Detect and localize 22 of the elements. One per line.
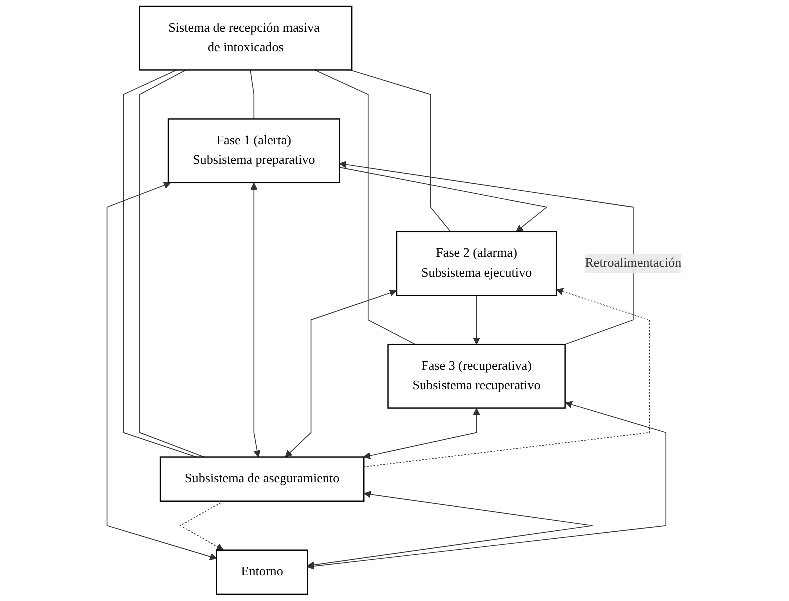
arrow [364, 408, 480, 460]
edge-label: Retroalimentación [585, 256, 682, 270]
node-box: Fase 1 (alerta) Subsistema preparativo [168, 118, 340, 184]
arrow [180, 500, 224, 551]
connector [314, 70, 416, 345]
node-box: Sistema de recepción masiva de intoxicados [139, 6, 353, 71]
arrow [339, 161, 634, 345]
arrow [285, 290, 397, 458]
arrow [339, 167, 548, 232]
node-box: Fase 2 (alarma) Subsistema ejecutivo [396, 231, 558, 296]
arrow [308, 401, 667, 570]
arrow [364, 288, 650, 468]
node-box: Entorno [216, 550, 308, 596]
arrow [106, 182, 218, 560]
arrow [473, 295, 480, 345]
node-box: Fase 3 (recuperativa) Subsistema recuperativo [388, 344, 566, 409]
connector [250, 70, 255, 120]
connector [350, 70, 452, 232]
arrow [250, 182, 261, 458]
connector [140, 70, 205, 458]
arrow [308, 491, 594, 569]
node-box: Subsistema de aseguramiento [160, 456, 365, 502]
